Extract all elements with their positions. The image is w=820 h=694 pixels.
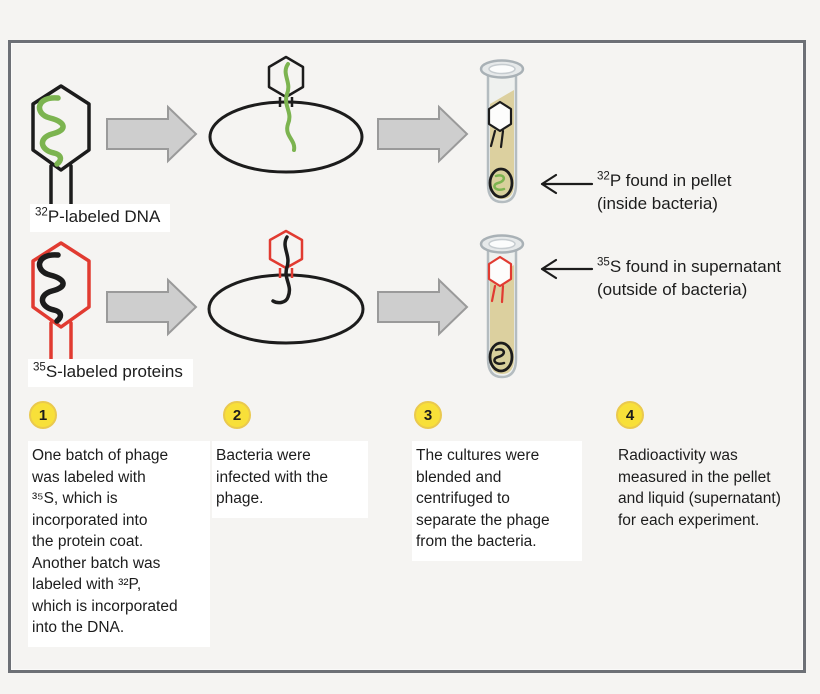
arrow-icon <box>377 277 469 337</box>
step-number-badge-3: 3 <box>414 401 442 429</box>
bacterium-infected-32p-icon <box>208 55 364 174</box>
diagram-frame <box>8 40 806 673</box>
phage-label-text: S-labeled proteins <box>45 362 183 381</box>
result-line: 32P found in pellet <box>597 170 731 193</box>
result-annotation-32p: 32P found in pellet (inside bacteria) <box>597 170 731 215</box>
result-text: P found in pellet <box>609 171 732 190</box>
result-annotation-35s: 35S found in supernatant (outside of bac… <box>597 256 781 301</box>
isotope-superscript: 35 <box>597 256 610 269</box>
step-number-badge-1: 1 <box>29 401 57 429</box>
result-line: 35S found in supernatant <box>597 256 781 279</box>
isotope-superscript: 32 <box>597 170 610 183</box>
result-text: S found in supernatant <box>609 257 781 276</box>
step-description-1: One batch of phage was labeled with ³⁵S,… <box>28 441 210 647</box>
step-description-4: Radioactivity was measured in the pellet… <box>618 447 781 529</box>
annotation-arrow-icon <box>540 258 594 280</box>
annotation-arrow-icon <box>540 173 594 195</box>
bacterium-infected-35s-icon <box>207 229 365 345</box>
phage-label-32p: 32P-labeled DNA <box>30 204 171 232</box>
step-number-badge-2: 2 <box>223 401 251 429</box>
phage-label-35s: 35S-labeled proteins <box>28 359 193 387</box>
phage-35s-icon <box>31 241 91 363</box>
arrow-icon <box>377 104 469 164</box>
arrow-icon <box>106 104 198 164</box>
result-note: (outside of bacteria) <box>597 279 748 299</box>
arrow-icon <box>106 277 198 337</box>
phage-label-text: P-labeled DNA <box>47 207 161 226</box>
result-note: (inside bacteria) <box>597 193 718 213</box>
step-number-badge-4: 4 <box>616 401 644 429</box>
step-description-2: Bacteria were infected with the phage. <box>212 441 368 518</box>
test-tube-32p-icon <box>479 59 525 204</box>
step-description-3: The cultures were blended and centrifuge… <box>412 441 582 561</box>
test-tube-35s-icon <box>479 234 525 379</box>
isotope-superscript: 32 <box>35 206 48 219</box>
phage-32p-icon <box>31 84 91 206</box>
isotope-superscript: 35 <box>33 361 46 374</box>
